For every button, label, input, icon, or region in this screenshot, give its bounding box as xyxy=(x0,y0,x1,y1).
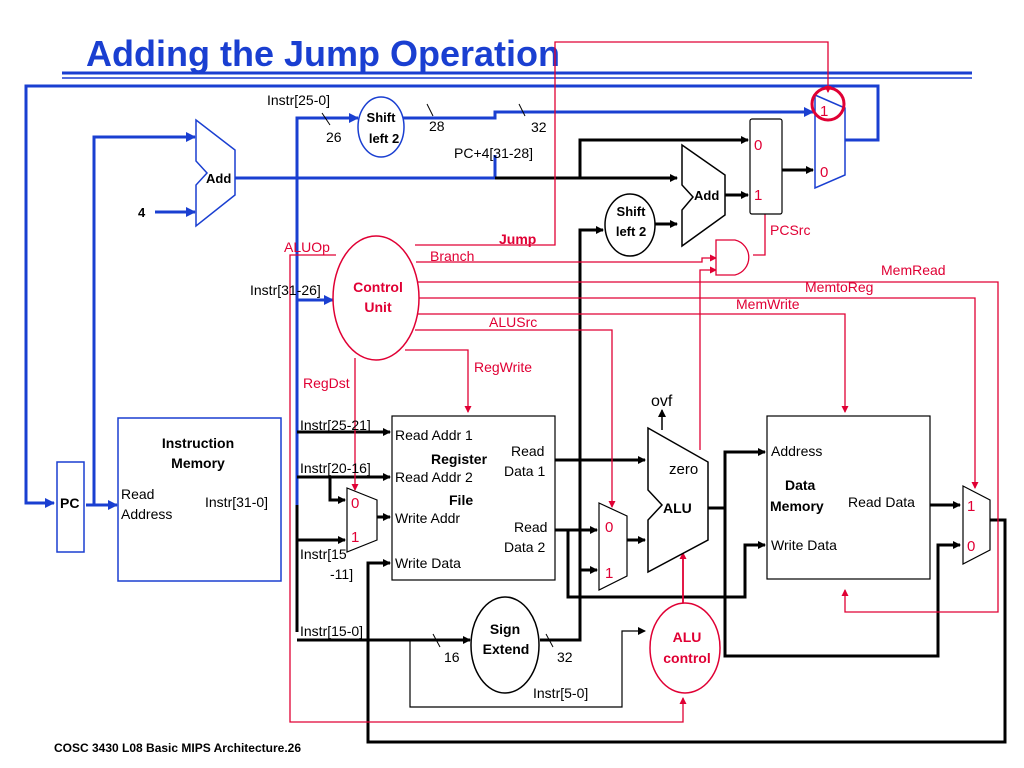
imem-title-1: Instruction xyxy=(162,435,234,451)
pc-register xyxy=(56,461,85,553)
label-regwrite: RegWrite xyxy=(474,359,532,375)
label-instr-25-21: Instr[25-21] xyxy=(300,417,371,433)
regdst-mux-in0: 0 xyxy=(351,495,359,512)
instruction-memory xyxy=(117,417,282,582)
shift-branch-1: Shift xyxy=(617,204,647,219)
regdst-mux xyxy=(346,487,378,553)
label-instr-25-0: Instr[25-0] xyxy=(267,92,330,108)
bus-tick-28 xyxy=(426,103,434,117)
regdst-mux-in1: 1 xyxy=(351,529,359,546)
label-aluop: ALUOp xyxy=(284,239,330,255)
label-branch: Branch xyxy=(430,248,474,264)
control-unit xyxy=(332,235,420,361)
memtoreg-mux xyxy=(962,485,991,565)
alu-control-2: control xyxy=(663,650,710,666)
rf-title-1: Register xyxy=(431,451,488,467)
dmem-title-1: Data xyxy=(785,477,816,493)
label-pcsrc: PCSrc xyxy=(770,222,810,238)
label-regdst: RegDst xyxy=(303,375,350,391)
rf-read-data1-2: Data 1 xyxy=(504,463,545,479)
dmem-read-data: Read Data xyxy=(848,494,915,510)
pc-adder-label: Add xyxy=(206,171,231,186)
imem-read-1: Read xyxy=(121,486,154,502)
dmem-address: Address xyxy=(771,443,822,459)
rf-read-addr-2: Read Addr 2 xyxy=(395,469,473,485)
rf-read-addr-1: Read Addr 1 xyxy=(395,427,473,443)
branch-adder xyxy=(681,143,726,248)
bus-tick-32a xyxy=(518,103,526,117)
alu-control xyxy=(649,602,721,694)
datapath-wires xyxy=(295,136,1007,744)
label-16: 16 xyxy=(444,649,460,665)
label-instr-15-11-a: Instr[15 xyxy=(300,546,347,562)
shift-branch-2: left 2 xyxy=(616,224,646,239)
bus-tick-26 xyxy=(321,112,331,126)
memtoreg-mux-in0: 0 xyxy=(967,538,975,555)
alusrc-mux-in0: 0 xyxy=(605,519,613,536)
constant-4: 4 xyxy=(138,205,146,220)
imem-output: Instr[31-0] xyxy=(205,494,268,510)
rf-title-2: File xyxy=(449,492,473,508)
imem-read-2: Address xyxy=(121,506,172,522)
rf-read-data1-1: Read xyxy=(511,443,544,459)
label-memread: MemRead xyxy=(881,262,946,278)
label-instr-15-0: Instr[15-0] xyxy=(300,623,363,639)
branch-adder-label: Add xyxy=(694,188,719,203)
alusrc-mux-in1: 1 xyxy=(605,565,613,582)
rf-write-addr: Write Addr xyxy=(395,510,460,526)
alusrc-mux xyxy=(598,502,628,591)
register-file xyxy=(391,415,556,581)
shift-jump-1: Shift xyxy=(367,110,397,125)
rf-write-data: Write Data xyxy=(395,555,461,571)
label-32a: 32 xyxy=(531,119,547,135)
label-32b: 32 xyxy=(557,649,573,665)
control-unit-2: Unit xyxy=(364,299,392,315)
imem-title-2: Memory xyxy=(171,455,225,471)
label-instr-31-26: Instr[31-26] xyxy=(250,282,321,298)
rf-read-data2-1: Read xyxy=(514,519,547,535)
bus-tick-32b xyxy=(545,633,554,648)
sign-extend xyxy=(470,596,540,694)
shift-left2-jump xyxy=(357,96,405,158)
pc-adder xyxy=(195,118,236,228)
label-26: 26 xyxy=(326,129,342,145)
jump-mux-in1: 1 xyxy=(820,103,828,120)
branch-and-gate xyxy=(715,239,750,276)
alu-control-1: ALU xyxy=(673,629,702,645)
label-instr-5-0: Instr[5-0] xyxy=(533,685,588,701)
bus-tick-16 xyxy=(432,633,441,648)
dmem-write-data: Write Data xyxy=(771,537,837,553)
jump-mux-in0: 0 xyxy=(820,164,828,181)
label-alusrc: ALUSrc xyxy=(489,314,537,330)
label-instr-20-16: Instr[20-16] xyxy=(300,460,371,476)
alu xyxy=(647,426,709,574)
label-memwrite: MemWrite xyxy=(736,296,800,312)
shift-jump-2: left 2 xyxy=(369,131,399,146)
control-wires xyxy=(289,41,999,723)
footer: COSC 3430 L08 Basic MIPS Architecture.26 xyxy=(54,741,301,755)
sign-extend-1: Sign xyxy=(490,621,520,637)
alu-label: ALU xyxy=(663,500,692,516)
label-memtoreg: MemtoReg xyxy=(805,279,873,295)
label-pc-upper: PC+4[31-28] xyxy=(454,145,533,161)
branch-mux-in1: 1 xyxy=(754,187,762,204)
alu-zero-label: zero xyxy=(669,461,698,478)
shift-left2-branch xyxy=(604,193,656,257)
alu-ovf-label: ovf xyxy=(651,393,673,410)
jump-mux-highlight-circle xyxy=(810,86,846,122)
pc-label: PC xyxy=(60,495,79,511)
label-jump: Jump xyxy=(499,231,536,247)
sign-extend-2: Extend xyxy=(483,641,530,657)
data-memory xyxy=(766,415,931,580)
dmem-title-2: Memory xyxy=(770,498,824,514)
control-unit-1: Control xyxy=(353,279,403,295)
label-instr-15-11-b: -11] xyxy=(330,566,353,582)
rf-read-data2-2: Data 2 xyxy=(504,539,545,555)
memtoreg-mux-in1: 1 xyxy=(967,498,975,515)
page-title: Adding the Jump Operation xyxy=(86,33,560,74)
branch-mux-in0: 0 xyxy=(754,137,762,154)
label-28: 28 xyxy=(429,118,445,134)
branch-mux xyxy=(749,118,783,215)
